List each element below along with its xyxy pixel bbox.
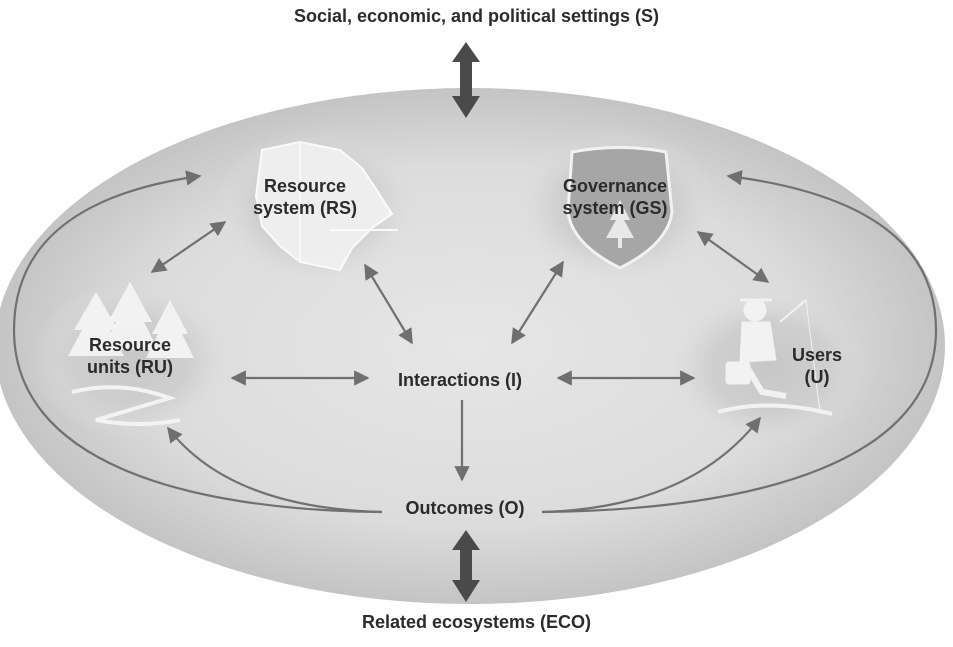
interactions-node: Interactions (I) <box>397 370 522 390</box>
shield-tree-icon <box>566 146 674 270</box>
governance-system-label-line1: Governance <box>562 176 668 196</box>
top-double-arrow <box>452 42 480 118</box>
arrow-o-gs-loop <box>541 170 938 514</box>
outcomes-node: Outcomes (O) <box>405 498 525 518</box>
pine-trees-icon <box>68 282 194 426</box>
users-label-line1: Users <box>791 345 843 365</box>
social-settings-label: Social, economic, and political settings… <box>293 6 660 26</box>
resource-units-label-line1: Resource <box>88 335 172 355</box>
governance-system-label-line2: system (GS) <box>562 197 668 218</box>
arrow-o-rs-loop <box>12 170 383 514</box>
users-node: Users (U) <box>772 345 862 388</box>
arrow-o-u <box>541 416 761 514</box>
arrow-o-ru <box>167 426 383 514</box>
arrow-rs-ru <box>150 221 227 273</box>
bottom-double-arrow <box>452 530 480 602</box>
arrow-gs-u <box>696 231 770 283</box>
u-blob <box>670 290 870 446</box>
arrow-gs-i <box>511 260 564 345</box>
users-label-line2: (U) <box>804 366 830 387</box>
arrow-rs-i <box>364 263 413 345</box>
map-icon <box>254 140 398 272</box>
governance-system-node: Governance system (GS) <box>540 176 690 219</box>
fisherman-icon <box>717 298 833 416</box>
resource-system-label-line1: Resource <box>263 176 347 196</box>
resource-units-node: Resource units (RU) <box>60 335 200 378</box>
related-ecosystems-label: Related ecosystems (ECO) <box>361 612 592 632</box>
resource-system-label-line2: system (RS) <box>252 197 358 218</box>
resource-system-node: Resource system (RS) <box>230 176 380 219</box>
resource-units-label-line2: units (RU) <box>87 356 173 377</box>
